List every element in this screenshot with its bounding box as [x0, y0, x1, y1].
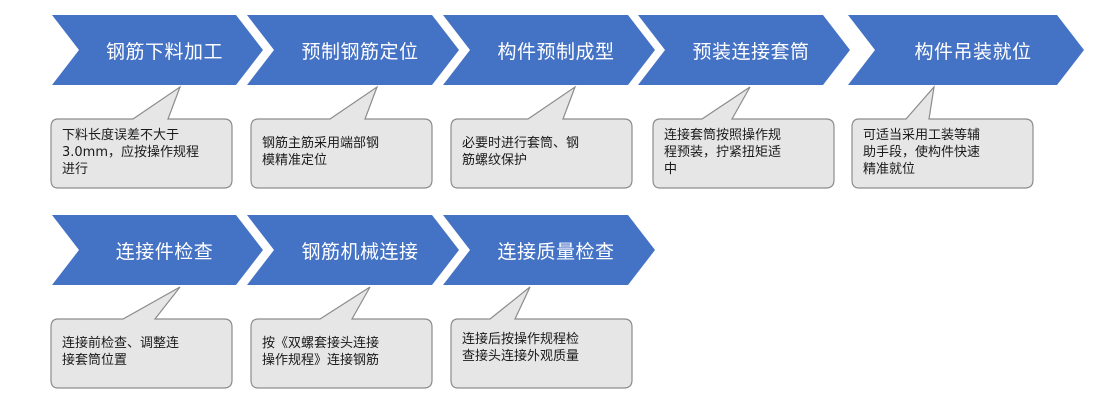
step-label: 连接质量检查: [497, 240, 615, 263]
note-line: 筋螺纹保护: [462, 153, 528, 168]
callout-note-7: 按《双螺套接头连接 操作规程》连接钢筋: [250, 286, 434, 390]
step-label: 钢筋机械连接: [301, 240, 419, 263]
flow-step-7: 钢筋机械连接: [247, 215, 459, 285]
note-line: 连接套筒按照操作规: [664, 128, 782, 143]
callout-note-8: 连接后按操作规程检 查接头连接外观质量: [450, 286, 634, 390]
callout-note-1: 下料长度误差不大于 3.0mm，应按操作规程 进行: [50, 85, 234, 190]
flow-step-4: 预装连接套筒: [638, 15, 850, 85]
callout-note-5: 可适当采用工装等辅 助手段，使构件快速 精准就位: [851, 85, 1035, 190]
note-line: 程预装，拧紧扭矩适: [664, 145, 782, 160]
flow-step-1: 钢筋下料加工: [52, 15, 263, 85]
note-line: 助手段，使构件快速: [863, 145, 981, 160]
note-line: 3.0mm，应按操作规程: [62, 145, 200, 160]
note-line: 模精准定位: [262, 153, 328, 168]
note-line: 接套筒位置: [62, 353, 128, 368]
flow-step-8: 连接质量检查: [443, 215, 655, 285]
callout-note-3: 必要时进行套筒、钢 筋螺纹保护: [450, 85, 634, 190]
note-line: 按《双螺套接头连接: [262, 336, 380, 351]
step-label: 构件预制成型: [497, 40, 615, 63]
callout-note-2: 钢筋主筋采用端部钢 模精准定位: [250, 85, 434, 190]
note-line: 下料长度误差不大于: [62, 128, 180, 143]
callout-note-6: 连接前检查、调整连 接套筒位置: [50, 286, 234, 390]
note-line: 精准就位: [863, 162, 916, 177]
flow-step-6: 连接件检查: [52, 215, 263, 285]
note-line: 必要时进行套筒、钢: [462, 136, 580, 151]
step-label: 钢筋下料加工: [105, 40, 223, 63]
note-line: 钢筋主筋采用端部钢: [262, 136, 380, 151]
step-label: 预装连接套筒: [692, 40, 810, 63]
note-line: 进行: [62, 162, 89, 177]
note-line: 连接前检查、调整连: [62, 336, 180, 351]
note-line: 可适当采用工装等辅: [863, 128, 981, 143]
step-label: 构件吊装就位: [914, 40, 1032, 63]
flow-step-5: 构件吊装就位: [848, 15, 1084, 85]
note-line: 查接头连接外观质量: [462, 349, 580, 364]
note-line: 连接后按操作规程检: [462, 332, 580, 347]
callout-note-4: 连接套筒按照操作规 程预装，拧紧扭矩适 中: [652, 86, 836, 190]
flow-step-2: 预制钢筋定位: [247, 15, 459, 85]
flow-step-3: 构件预制成型: [443, 15, 655, 85]
step-label: 预制钢筋定位: [301, 40, 419, 63]
step-label: 连接件检查: [115, 240, 214, 263]
note-line: 中: [664, 162, 678, 177]
note-line: 操作规程》连接钢筋: [262, 353, 380, 368]
